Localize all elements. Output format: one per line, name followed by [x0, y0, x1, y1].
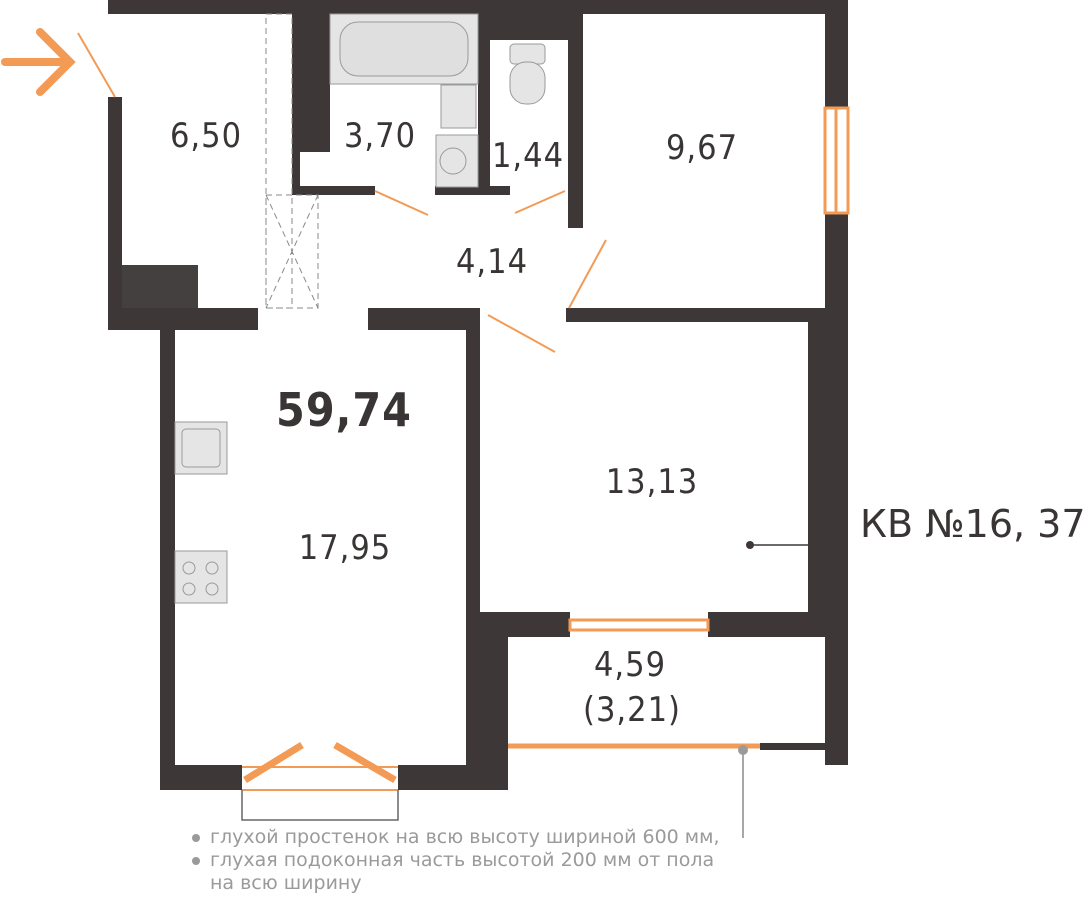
walls	[108, 0, 848, 790]
notes: глухой простенок на всю высоту шириной 6…	[190, 826, 720, 895]
room-area-hallway: 6,50	[169, 116, 243, 156]
wardrobe	[265, 13, 319, 309]
note-item: глухой простенок на всю высоту шириной 6…	[190, 826, 720, 849]
doors	[77, 32, 607, 353]
apartment-pointer	[738, 541, 848, 838]
note-item-continued: на всю ширину	[210, 872, 362, 894]
entrance-arrow-icon	[1, 28, 76, 96]
room-area-toilet: 1,44	[491, 136, 565, 176]
fixtures	[174, 13, 546, 604]
windows	[241, 106, 850, 821]
room-area-bathroom: 3,70	[343, 116, 417, 156]
room-area-loggia: 4,59	[593, 645, 667, 685]
apartment-label: КВ №16, 37	[860, 502, 1086, 546]
room-area-loggia-reduced: (3,21)	[583, 690, 681, 730]
room-area-bedroom-small: 9,67	[665, 128, 739, 168]
room-area-corridor: 4,14	[455, 242, 529, 282]
room-area-kitchen-living: 17,95	[298, 528, 392, 568]
room-area-bedroom: 13,13	[605, 462, 699, 502]
total-area: 59,74	[276, 383, 412, 437]
note-item: глухая подоконная часть высотой 200 мм о…	[190, 849, 720, 872]
